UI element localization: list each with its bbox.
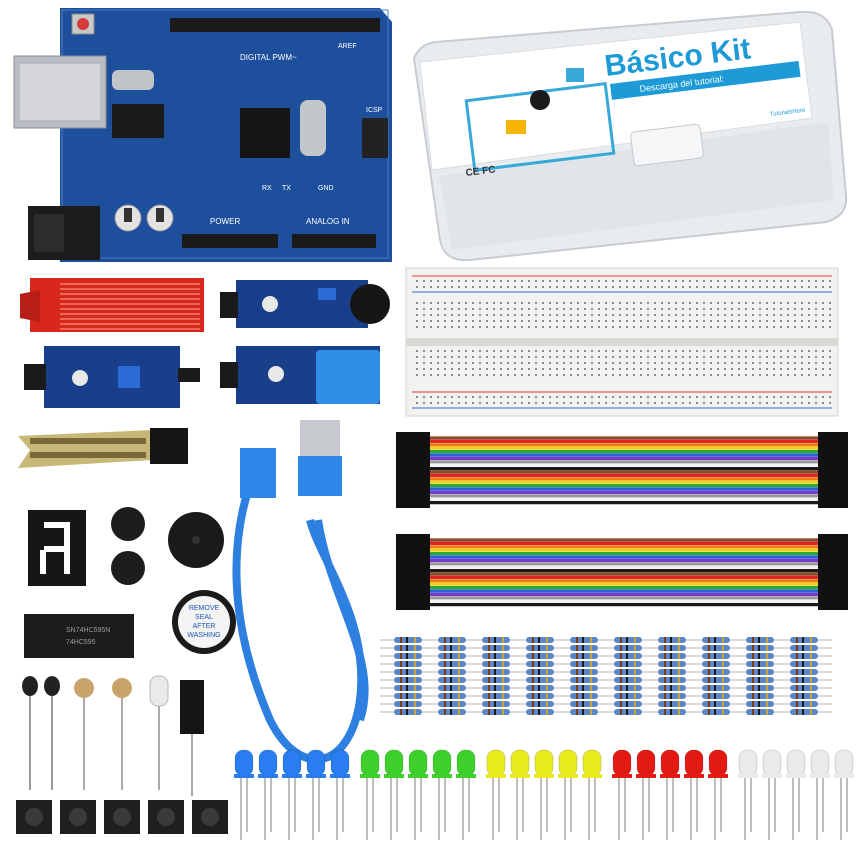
board-analog-label: ANALOG IN (306, 217, 350, 226)
chip-label-line1: SN74HC595N (66, 627, 110, 634)
oscillator (300, 100, 326, 156)
soil-moisture-sensor (18, 428, 188, 468)
power-header (182, 234, 376, 248)
kit-box: Básico Kit Descarga del tutorial: ...com… (412, 10, 848, 262)
box-subtitle-band (610, 60, 801, 100)
potentiometers (111, 507, 145, 585)
buzzer-sticker-line2: SEAL (195, 614, 213, 621)
resistors (380, 637, 832, 715)
temperature-sensors (22, 676, 60, 790)
board-aref-label: AREF (338, 43, 357, 50)
buzzer-sticker-line1: REMOVE (189, 605, 220, 612)
reset-button-knob (77, 18, 89, 30)
box-brand-small: TutorialsHere (770, 108, 807, 118)
passive-buzzer (168, 512, 224, 568)
photoresistors (74, 678, 132, 790)
seven-segment-display (28, 510, 86, 586)
light-sensor-module (24, 346, 200, 408)
board-gnd-label: GND (318, 185, 334, 192)
dht11-module (220, 346, 380, 404)
water-sensor-traces (60, 283, 200, 330)
board-tx-label: TX (282, 185, 291, 192)
board-power-label: POWER (210, 217, 240, 226)
breadboard-holes (416, 280, 831, 404)
leds (234, 749, 854, 840)
capacitors (114, 204, 174, 232)
digital-header (170, 18, 380, 32)
board-digital-label: DIGITAL PWM~ (240, 53, 297, 62)
shift-register-chip: SN74HC595N 74HC595 (24, 614, 134, 658)
breadboard (405, 267, 839, 417)
chip-label-line2: 74HC595 (66, 639, 96, 646)
box-clasp (630, 123, 704, 167)
usb-b-connector (13, 55, 107, 129)
dc-jack (28, 206, 100, 260)
crystal (112, 70, 154, 90)
icsp-header (362, 118, 388, 158)
buzzer-sticker-line4: WASHING (187, 632, 220, 639)
board-rx-label: RX (262, 185, 272, 192)
buzzer-sticker-line3: AFTER (193, 623, 216, 630)
board-icsp-label: ICSP (366, 107, 383, 114)
push-buttons (16, 800, 228, 834)
box-circuit-graphic (464, 68, 616, 172)
jumper-wires-bundle-1 (396, 432, 848, 508)
jumper-wires-bundle-2 (396, 534, 848, 610)
microcontroller-chip (240, 108, 290, 158)
box-certifications: CE FC (465, 164, 496, 179)
arduino-board: DIGITAL PWM~ ICSP POWER ANALOG IN AREF G… (13, 8, 392, 262)
water-level-sensor (20, 278, 204, 332)
usb-chip (112, 104, 164, 138)
usb-cable (232, 420, 369, 764)
rgb-led (149, 675, 169, 790)
sound-sensor-module (220, 280, 390, 328)
active-buzzer: REMOVE SEAL AFTER WASHING (172, 590, 236, 654)
tilt-switch (180, 680, 204, 796)
